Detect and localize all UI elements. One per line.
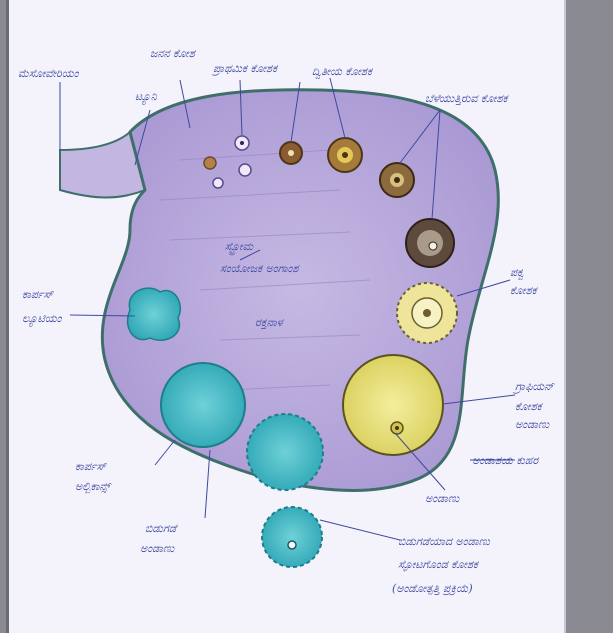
label-mature-2: ಕೋಶಕ bbox=[510, 284, 539, 297]
label-primary-follicle: ಪ್ರಾಥಮಿಕ ಕೋಶಕ bbox=[211, 62, 279, 76]
label-germinal-epithelium: ಜನನ ಕೋಶ bbox=[150, 47, 197, 60]
label-growing-follicles: ಬೆಳೆಯುತ್ತಿರುವ ಕೋಶಕ bbox=[425, 92, 510, 105]
mature-follicle bbox=[343, 355, 443, 455]
label-ovarian-cavity: ಅಂಡಾಶಯ ಕುಹರ bbox=[472, 454, 539, 467]
label-mesovarium: ಮೆಸೋವೇರಿಯಂ bbox=[18, 67, 80, 80]
label-release-2: ಅಂಡಾಣು bbox=[140, 542, 175, 555]
ruptured-follicle bbox=[247, 414, 323, 567]
graafian-follicle bbox=[397, 283, 457, 343]
label-ovulation: (ಅಂಡೋತ್ಪತ್ತಿ ಪ್ರಕ್ರಿಯೆ) bbox=[392, 582, 473, 596]
label-corpus-left-2: ಲ್ಯೂಟಿಯಂ bbox=[22, 312, 63, 327]
corpus-luteum-left bbox=[128, 288, 181, 340]
label-corpus-albicans-2: ಅಲ್ಬಿಕಾನ್ಸ್ bbox=[75, 480, 113, 494]
label-mature-1: ಪಕ್ವ bbox=[510, 266, 524, 280]
label-graafian-3: ಅಂಡಾಣು bbox=[515, 418, 550, 431]
label-ovum: ಅಂಡಾಣು bbox=[425, 492, 460, 505]
label-secondary-follicle: ದ್ವಿತೀಯ ಕೋಶಕ bbox=[312, 65, 374, 79]
label-ruptured-follicle: ಸ್ಫೋಟಗೊಂಡ ಕೋಶಕ bbox=[398, 558, 480, 573]
label-tunica: ಟ್ಯೂನಿ bbox=[135, 90, 158, 105]
label-release-1: ಬಿಡುಗಡೆ bbox=[145, 522, 179, 535]
label-corpus-albicans-1: ಕಾರ್ಪಸ್ bbox=[75, 460, 108, 473]
label-connective-tissue: ಸಂಯೋಜಕ ಅಂಗಾಂಶ bbox=[220, 262, 300, 275]
label-graafian-2: ಕೋಶಕ bbox=[515, 400, 544, 413]
label-blood-vessel: ರಕ್ತನಾಳ bbox=[255, 316, 285, 329]
corpus-albicans bbox=[161, 363, 245, 447]
label-graafian-1: ಗ್ರಾಫಿಯನ್ bbox=[512, 380, 555, 394]
label-corpus-left-1: ಕಾರ್ಪಸ್ bbox=[22, 288, 55, 301]
label-released-ovum: ಬಿಡುಗಡೆಯಾದ ಅಂಡಾಣು bbox=[398, 535, 490, 548]
